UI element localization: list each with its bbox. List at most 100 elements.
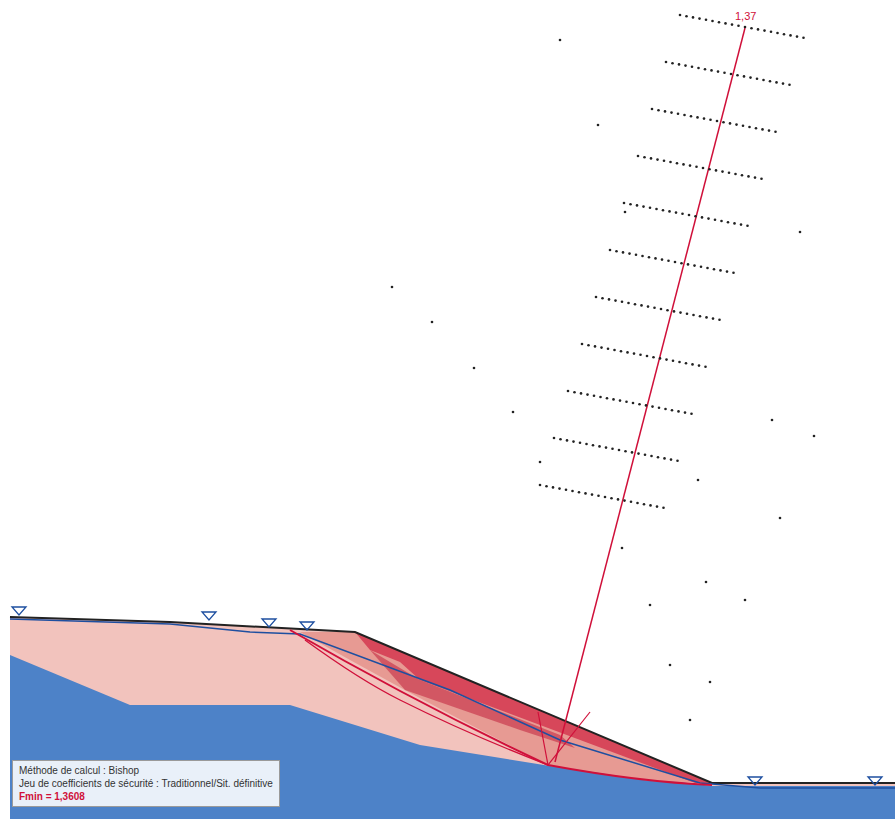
centre-dot: [623, 202, 626, 205]
centre-dot: [597, 124, 600, 127]
centre-dot: [779, 517, 782, 520]
centre-dot: [741, 174, 744, 177]
centre-dot: [673, 310, 676, 313]
centre-dot: [657, 456, 660, 459]
centre-dot: [656, 158, 659, 161]
centre-dot: [697, 479, 700, 482]
centre-dot: [593, 395, 596, 398]
centre-dot: [690, 115, 693, 118]
radius-line: [555, 28, 745, 762]
centre-dot: [746, 225, 749, 228]
centre-dot: [607, 348, 610, 351]
centre-dot: [723, 72, 726, 75]
centre-dot: [565, 489, 568, 492]
centre-dot: [630, 501, 633, 504]
centre-dot: [671, 409, 674, 412]
centre-dot: [656, 505, 659, 508]
centre-dot: [655, 208, 658, 211]
centre-dot: [635, 254, 638, 257]
centre-dot: [633, 352, 636, 355]
centre-dot: [730, 73, 733, 76]
centre-dot: [539, 461, 542, 464]
centre-dot: [706, 267, 709, 270]
centre-dot: [744, 599, 747, 602]
centre-dot: [783, 33, 786, 36]
centre-dot: [676, 162, 679, 165]
centre-dot: [599, 396, 602, 399]
centre-dot: [632, 402, 635, 405]
centre-dot: [775, 81, 778, 84]
centre-dot: [649, 604, 652, 607]
centre-dot: [705, 316, 708, 319]
centre-dot: [594, 345, 597, 348]
centre-dot: [580, 392, 583, 395]
centre-dot: [624, 211, 627, 214]
centre-dot: [643, 156, 646, 159]
centre-dot: [545, 485, 548, 488]
centre-dot: [731, 23, 734, 26]
centre-dot: [659, 357, 662, 360]
centre-dot: [674, 261, 677, 264]
safety-factor: 1,37: [734, 10, 757, 22]
centre-dot: [688, 214, 691, 217]
centre-dot: [796, 35, 799, 38]
centre-dot: [733, 222, 736, 225]
centre-dot: [670, 111, 673, 114]
centre-dot: [722, 121, 725, 124]
centre-dot: [667, 260, 670, 263]
centre-dot: [704, 366, 707, 369]
centre-dot: [658, 407, 661, 410]
centre-dot: [591, 493, 594, 496]
centre-dot: [662, 507, 665, 510]
centre-dot: [770, 31, 773, 34]
centre-dot: [620, 350, 623, 353]
centre-dot: [578, 491, 581, 494]
centre-dot: [750, 27, 753, 30]
centre-dot: [789, 34, 792, 37]
centre-dot: [705, 19, 708, 22]
centre-dot: [698, 17, 701, 20]
centre-dot: [715, 169, 718, 172]
centre-dot: [705, 581, 708, 584]
centre-dot: [629, 203, 632, 206]
centre-dot: [699, 315, 702, 318]
centre-dot: [585, 443, 588, 446]
centre-dot: [621, 301, 624, 304]
centre-dot: [642, 205, 645, 208]
centre-dot: [648, 256, 651, 259]
centre-dot: [709, 119, 712, 122]
centre-dot: [558, 487, 561, 490]
centre-dot: [657, 109, 660, 112]
centre-dot: [668, 210, 671, 213]
centre-dot: [711, 20, 714, 23]
centre-dot: [581, 343, 584, 346]
centre-dot: [671, 62, 674, 65]
centre-dot: [662, 209, 665, 212]
centre-dot: [754, 176, 757, 179]
centre-dot: [612, 398, 615, 401]
centre-dot: [686, 313, 689, 316]
centre-dot: [689, 719, 692, 722]
centre-dot: [653, 307, 656, 310]
centre-dot: [512, 411, 515, 414]
centre-dot: [619, 399, 622, 402]
centre-dot: [769, 80, 772, 83]
radius-line: [548, 712, 590, 765]
centre-dot: [598, 445, 601, 448]
centre-dot: [609, 249, 612, 252]
centre-dot: [625, 401, 628, 404]
centre-dot: [724, 22, 727, 25]
centre-dot: [683, 114, 686, 117]
info-text: Méthode de calcul : Bishop: [19, 764, 273, 777]
centre-dot: [613, 349, 616, 352]
centre-dot: [634, 303, 637, 306]
centre-dot: [624, 450, 627, 453]
centre-dot: [610, 497, 613, 500]
centre-dot: [684, 64, 687, 67]
centre-dot: [689, 164, 692, 167]
radius-line: [538, 712, 548, 765]
centre-dot: [727, 221, 730, 224]
centre-dot: [647, 305, 650, 308]
centre-dot: [559, 39, 562, 42]
centre-dot: [644, 454, 647, 457]
